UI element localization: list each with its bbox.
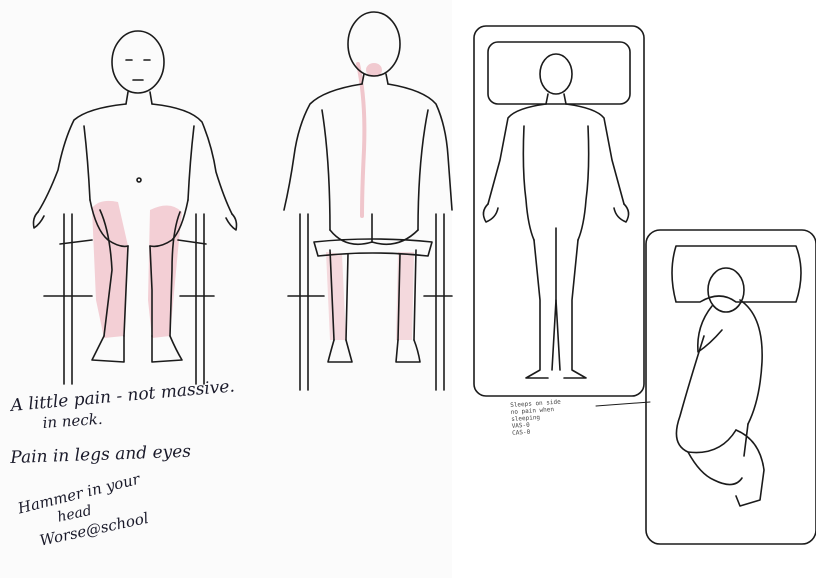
front-view-figure — [34, 31, 237, 384]
sleep-position-note: Sleeps on side no pain when sleeping VAS… — [510, 398, 563, 436]
side-lying-figure — [646, 230, 816, 544]
supine-figure — [474, 26, 644, 396]
back-view-figure — [284, 12, 452, 390]
